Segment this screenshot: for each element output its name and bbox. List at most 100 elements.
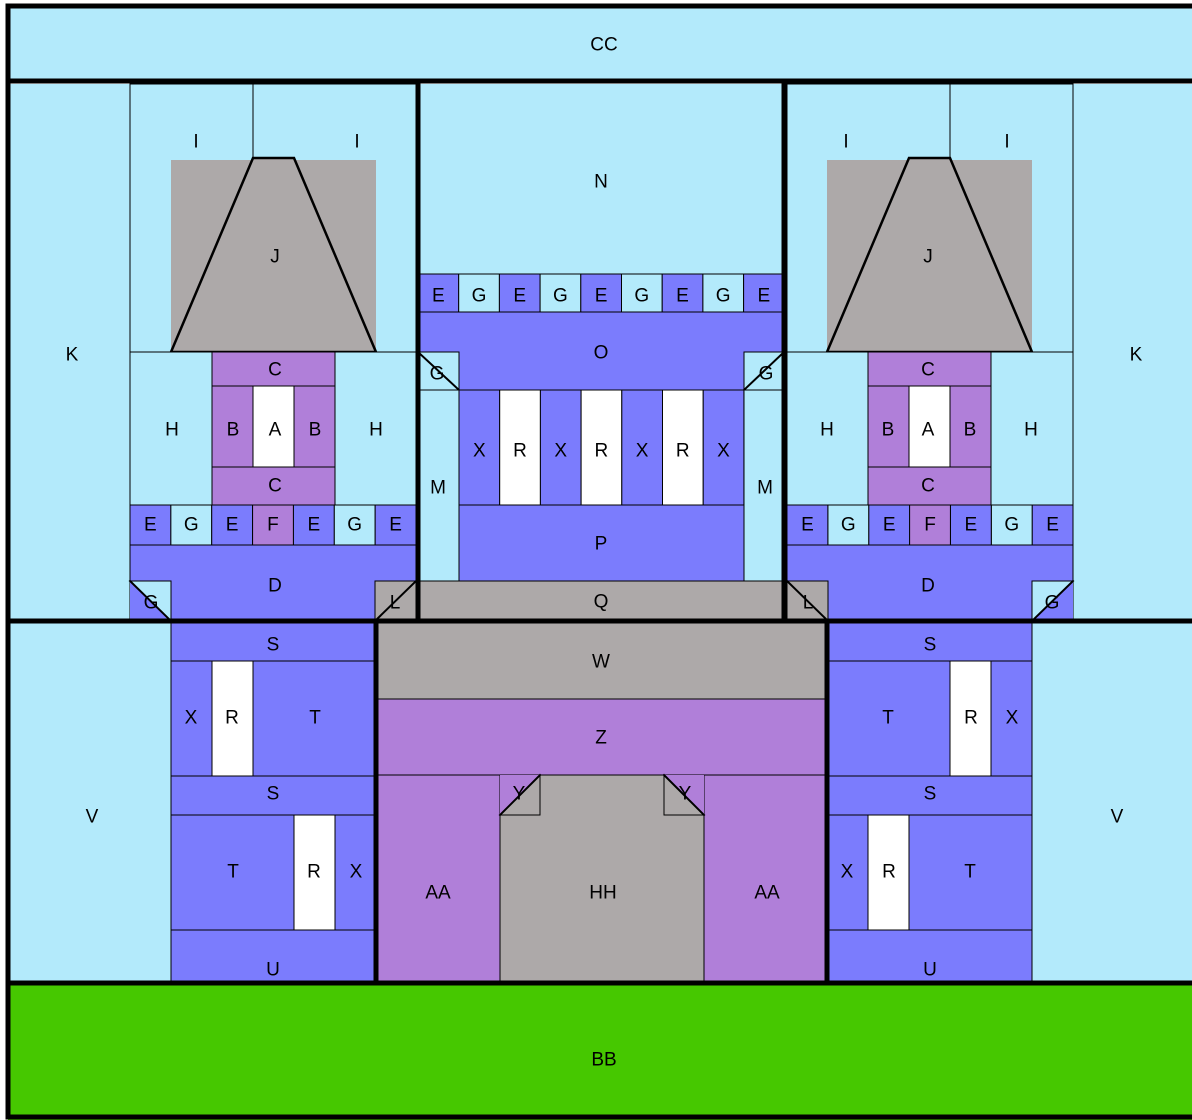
piece-label-i: I xyxy=(354,132,359,153)
piece-label-x: X xyxy=(1006,708,1019,729)
piece-label-hh: HH xyxy=(589,883,616,904)
piece-label-w: W xyxy=(592,652,610,673)
piece-label-r: R xyxy=(225,708,239,729)
piece-label-b: B xyxy=(882,420,895,441)
piece-label-cc: CC xyxy=(590,35,617,56)
piece-label-b: B xyxy=(309,420,322,441)
piece-label-g: G xyxy=(472,286,487,307)
piece-label-x: X xyxy=(717,441,730,462)
piece-label-e: E xyxy=(595,286,608,307)
piece-label-r: R xyxy=(676,441,690,462)
piece-label-b: B xyxy=(964,420,977,441)
piece-label-c: C xyxy=(921,476,935,497)
piece-label-c: C xyxy=(268,476,282,497)
piece-label-e: E xyxy=(758,286,771,307)
piece-label-i: I xyxy=(193,132,198,153)
piece-label-b: B xyxy=(227,420,240,441)
piece-label-e: E xyxy=(801,515,814,536)
piece-label-h: H xyxy=(1024,420,1038,441)
piece-label-i: I xyxy=(1004,132,1009,153)
piece-label-x: X xyxy=(636,441,649,462)
piece-label-e: E xyxy=(1046,515,1059,536)
piece-label-bb: BB xyxy=(591,1050,616,1071)
piece-label-g: G xyxy=(841,515,856,536)
piece-label-e: E xyxy=(676,286,689,307)
piece-label-g: G xyxy=(553,286,568,307)
piece-label-s: S xyxy=(924,635,937,656)
piece-label-k: K xyxy=(66,345,79,366)
piece-aa-left xyxy=(376,775,500,983)
piece-label-v: V xyxy=(86,807,99,828)
piece-label-i: I xyxy=(843,132,848,153)
piece-label-x: X xyxy=(841,862,854,883)
piece-label-h: H xyxy=(165,420,179,441)
piece-label-s: S xyxy=(924,784,937,805)
piece-label-f: F xyxy=(267,515,279,536)
piece-label-l: L xyxy=(390,593,401,614)
piece-label-r: R xyxy=(595,441,609,462)
piece-label-d: D xyxy=(921,576,935,597)
piece-label-d: D xyxy=(268,576,282,597)
piece-label-g: G xyxy=(634,286,649,307)
piece-label-g: G xyxy=(430,364,445,385)
piece-label-c: C xyxy=(921,360,935,381)
piece-label-j: J xyxy=(270,247,280,268)
piece-label-e: E xyxy=(965,515,978,536)
piece-label-g: G xyxy=(144,593,159,614)
piece-label-e: E xyxy=(432,286,445,307)
piece-label-aa: AA xyxy=(425,883,451,904)
piece-label-r: R xyxy=(882,862,896,883)
piece-label-j: J xyxy=(923,247,933,268)
piece-label-o: O xyxy=(594,343,609,364)
piece-label-a: A xyxy=(269,420,282,441)
piece-label-f: F xyxy=(924,515,936,536)
piece-label-r: R xyxy=(513,441,527,462)
piece-label-e: E xyxy=(307,515,320,536)
piece-aa-right xyxy=(704,775,827,983)
piece-label-t: T xyxy=(964,862,976,883)
piece-label-g: G xyxy=(347,515,362,536)
piece-label-aa: AA xyxy=(754,883,780,904)
piece-label-c: C xyxy=(268,360,282,381)
piece-label-r: R xyxy=(964,708,978,729)
piece-label-n: N xyxy=(594,172,608,193)
piece-label-p: P xyxy=(595,534,608,555)
piece-label-t: T xyxy=(309,708,321,729)
piece-label-e: E xyxy=(226,515,239,536)
piece-label-t: T xyxy=(882,708,894,729)
piece-label-k: K xyxy=(1130,345,1143,366)
piece-label-g: G xyxy=(184,515,199,536)
piece-label-u: U xyxy=(923,960,937,981)
piece-label-y: Y xyxy=(513,784,526,805)
piece-label-a: A xyxy=(922,420,935,441)
piece-label-s: S xyxy=(267,635,280,656)
piece-label-g: G xyxy=(716,286,731,307)
piece-label-x: X xyxy=(473,441,486,462)
piece-label-s: S xyxy=(267,784,280,805)
piece-v-left xyxy=(8,621,171,983)
piece-label-z: Z xyxy=(595,728,607,749)
piece-label-e: E xyxy=(389,515,402,536)
piece-label-m: M xyxy=(757,478,773,499)
piece-label-h: H xyxy=(820,420,834,441)
piece-label-g: G xyxy=(1045,593,1060,614)
piece-label-g: G xyxy=(1004,515,1019,536)
piece-label-x: X xyxy=(350,862,363,883)
piece-label-h: H xyxy=(369,420,383,441)
piece-label-l: L xyxy=(803,593,814,614)
piece-label-t: T xyxy=(227,862,239,883)
piece-label-y: Y xyxy=(679,784,692,805)
piece-label-e: E xyxy=(144,515,157,536)
piece-label-u: U xyxy=(266,960,280,981)
piece-label-g: G xyxy=(759,364,774,385)
piece-label-e: E xyxy=(513,286,526,307)
piece-label-x: X xyxy=(185,708,198,729)
piece-label-e: E xyxy=(883,515,896,536)
piece-v-right xyxy=(1032,621,1192,983)
piece-label-x: X xyxy=(554,441,567,462)
piece-label-m: M xyxy=(430,478,446,499)
piece-label-v: V xyxy=(1111,807,1124,828)
piece-label-r: R xyxy=(307,862,321,883)
